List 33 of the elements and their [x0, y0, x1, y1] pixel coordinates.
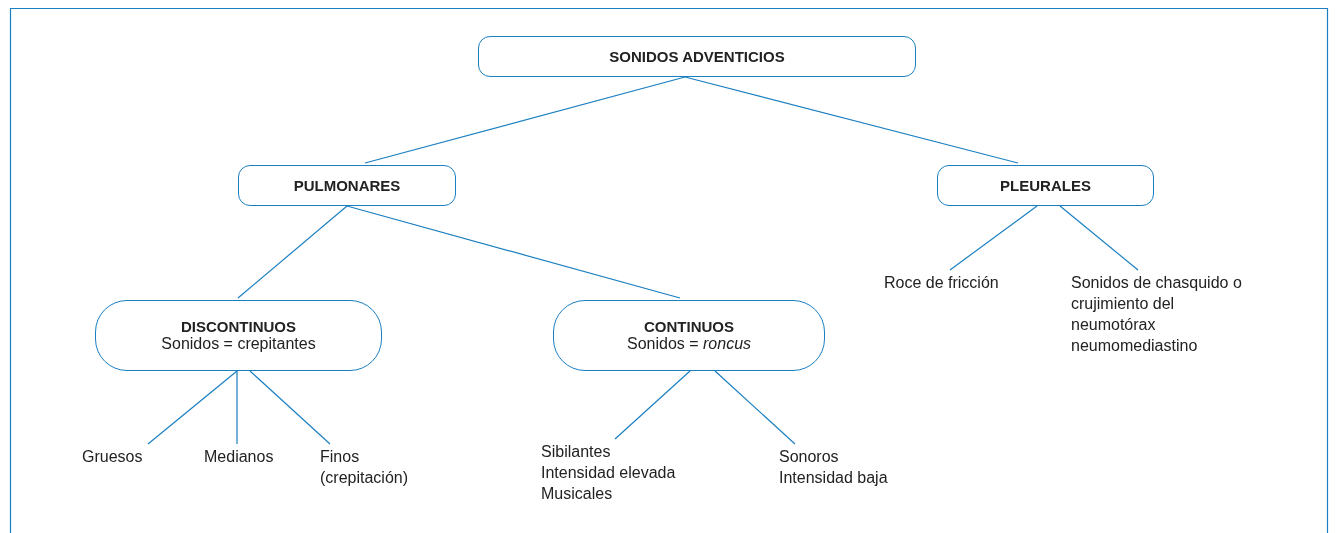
- rounded-box: [238, 165, 456, 206]
- box-heading: PULMONARES: [293, 177, 401, 194]
- connector-line: [249, 370, 331, 445]
- list-line: Sonoros: [779, 447, 840, 467]
- rounded-box: [937, 165, 1154, 206]
- node-label: Sonidos de chasquido o crujimiento del neumotórax neumomediastino: [1071, 272, 1261, 356]
- rounded-box: [95, 300, 382, 371]
- rounded-box: [478, 36, 916, 77]
- connector-line: [949, 205, 1038, 271]
- node-label: Medianos: [204, 446, 294, 467]
- list-line: Intensidad baja: [779, 468, 889, 488]
- box-heading: DISCONTINUOS: [181, 318, 296, 335]
- list-line: Musicales: [541, 484, 614, 504]
- connector-line: [236, 370, 238, 445]
- connector-line: [684, 76, 1019, 164]
- connector-line: [1059, 205, 1139, 271]
- box-heading: CONTINUOS: [644, 318, 734, 335]
- box-subtitle: Sonidos = roncus: [626, 335, 752, 353]
- node-label: Gruesos: [82, 446, 162, 467]
- node-label: Finos (crepitación): [320, 446, 430, 488]
- connector-line: [364, 76, 686, 164]
- node-label: Roce de fricción: [884, 272, 1014, 293]
- list-line: Sibilantes: [541, 442, 612, 462]
- connector-line: [237, 205, 348, 299]
- box-heading: SONIDOS ADVENTICIOS: [609, 48, 785, 65]
- connector-line: [147, 370, 238, 445]
- connector-line: [714, 370, 796, 445]
- box-heading: PLEURALES: [1000, 177, 1091, 194]
- rounded-box: [553, 300, 825, 371]
- connector-line: [346, 205, 681, 299]
- connector-line: [614, 370, 691, 440]
- box-subtitle: Sonidos = crepitantes: [161, 335, 316, 353]
- list-line: Intensidad elevada: [541, 463, 677, 483]
